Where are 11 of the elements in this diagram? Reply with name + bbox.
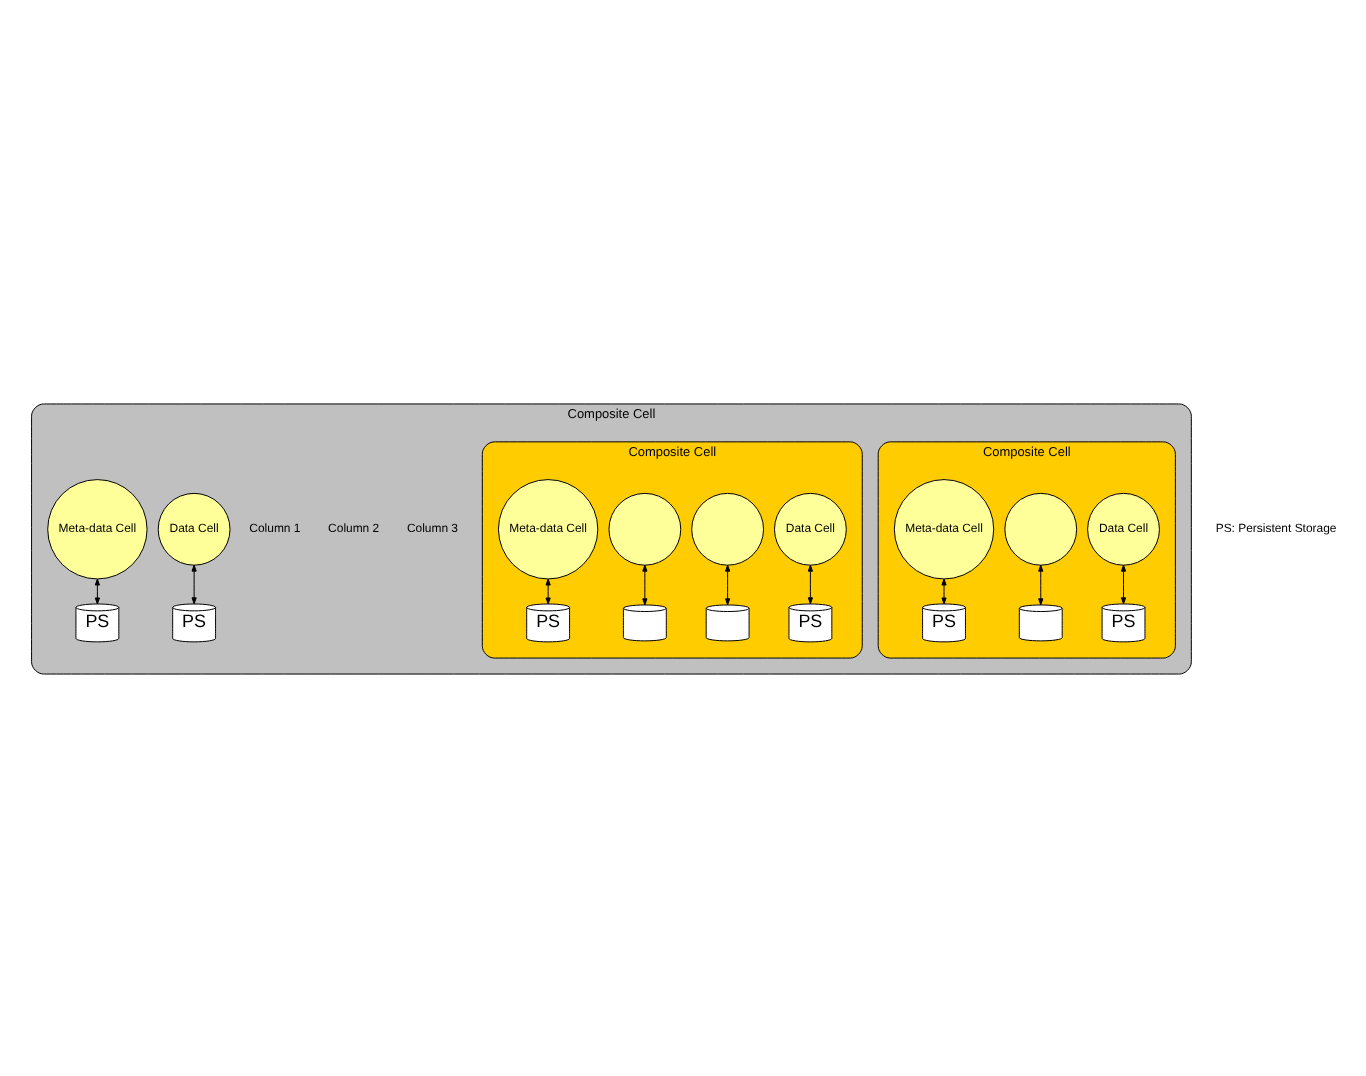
node-circle bbox=[607, 491, 681, 565]
arrow bbox=[641, 563, 647, 605]
node-circle bbox=[690, 491, 764, 565]
arrow bbox=[806, 563, 812, 604]
arrow bbox=[940, 577, 946, 604]
node-circle bbox=[1003, 491, 1077, 565]
arrow bbox=[1037, 563, 1043, 605]
arrow bbox=[544, 577, 550, 604]
arrow bbox=[1119, 563, 1126, 604]
arrow bbox=[190, 563, 196, 604]
arrow bbox=[724, 563, 730, 605]
